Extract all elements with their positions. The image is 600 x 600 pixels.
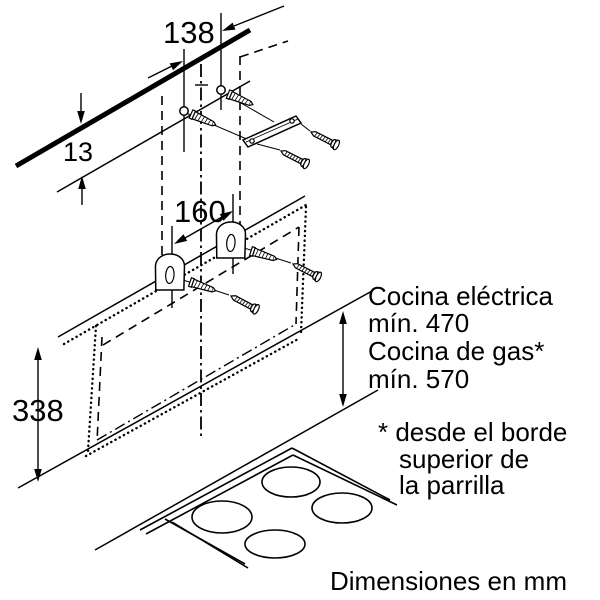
drill-hole-right (216, 85, 226, 95)
dimension-138: 138 (147, 5, 285, 152)
cooktop-edge-topleft-inner (145, 454, 294, 535)
dim-160-arrowhead-right (219, 211, 233, 221)
screw-upper-right (308, 126, 342, 152)
footnote-line-3: la parrilla (399, 470, 505, 500)
clearance-arrowhead-top (339, 311, 347, 324)
dim-138-arrowhead-left (169, 61, 183, 71)
clearance-electric-label: Cocina eléctrica (368, 281, 554, 311)
panel-inner-left-dashed (96, 336, 103, 443)
wall-anchor-upper-left (188, 109, 219, 130)
dim-338-arrowhead-bottom (34, 469, 42, 482)
duct-edge-top (239, 40, 289, 58)
screw-upper-left (278, 145, 312, 171)
dim-338-arrowhead-top (34, 347, 42, 360)
mounting-rail-hole-left (249, 138, 255, 144)
hood-bottom-line (17, 290, 373, 489)
wall-anchor-mid-left (187, 277, 218, 296)
cooktop-edge-bottomleft-inner (171, 521, 249, 569)
dimension-13: 13 (63, 93, 93, 205)
dim-13-label: 13 (63, 137, 93, 167)
hood-panel-outline (84, 205, 308, 458)
burner-right (311, 492, 373, 524)
clearance-electric-min: mín. 470 (368, 308, 469, 338)
panel-inner-top-dashed (102, 226, 300, 346)
reference-lines (17, 290, 379, 551)
panel-edge-bottom-dotted (84, 336, 302, 458)
cooktop-plane-line (94, 389, 379, 551)
footnote: * desde el borde superior de la parrilla (378, 417, 567, 500)
ceiling-line (14, 27, 252, 169)
cooktop-edge-topright-outer (291, 447, 391, 501)
clearance-gas-min: mín. 570 (368, 364, 469, 394)
drill-reference-line (56, 80, 251, 193)
mid-mounting: 160 (153, 194, 324, 316)
clearance-gas-label: Cocina de gas* (368, 336, 544, 366)
dim-338-label: 338 (12, 393, 64, 428)
burner-left (191, 500, 253, 534)
footnote-line-2: superior de (399, 444, 529, 474)
dim-138-arrow-left-shaft (147, 65, 173, 79)
cooktop-edge-topright-inner (292, 454, 398, 506)
burner-top (261, 466, 321, 498)
leader-screw-1 (300, 123, 311, 132)
mounting-rail-hole-right (289, 118, 295, 124)
cooktop-edge-topleft-outer (139, 447, 293, 531)
keyhole-bracket-left (153, 252, 188, 293)
leader-screw-2 (256, 143, 281, 151)
units-caption: Dimensiones en mm (330, 566, 567, 596)
dim-160-shaft (177, 212, 230, 243)
clearance-arrowhead-bottom (339, 394, 347, 407)
dim-138-label: 138 (163, 15, 215, 50)
panel-edge-left-dotted (86, 324, 98, 453)
ceiling-reference (14, 27, 252, 193)
mounting-rail-edge (245, 118, 299, 143)
panel-inner-right-dashed (295, 226, 300, 325)
dim-160-label: 160 (174, 194, 226, 229)
clearance-dimension: Cocina eléctrica mín. 470 Cocina de gas*… (339, 281, 554, 407)
screw-mid-right (290, 258, 324, 284)
dim-13-arrowhead-bottom (78, 176, 86, 189)
dim-13-arrowhead-top (77, 111, 85, 124)
dim-138-arrow-right-shaft (233, 5, 285, 27)
upper-mounting (179, 85, 342, 171)
screw-mid-left (227, 290, 262, 316)
duct-outline (161, 40, 289, 436)
panel-inner-bottom-dashdot (96, 323, 297, 441)
wall-anchor-mid-right (249, 246, 279, 265)
dim-138-arrowhead-right (222, 22, 236, 31)
burner-bottom (244, 529, 306, 559)
cooktop (139, 447, 398, 569)
dimension-338: 338 (12, 347, 64, 482)
footnote-line-1: * desde el borde (378, 417, 567, 447)
dim-160-arrowhead-left (174, 234, 188, 244)
drill-hole-left (179, 106, 189, 116)
